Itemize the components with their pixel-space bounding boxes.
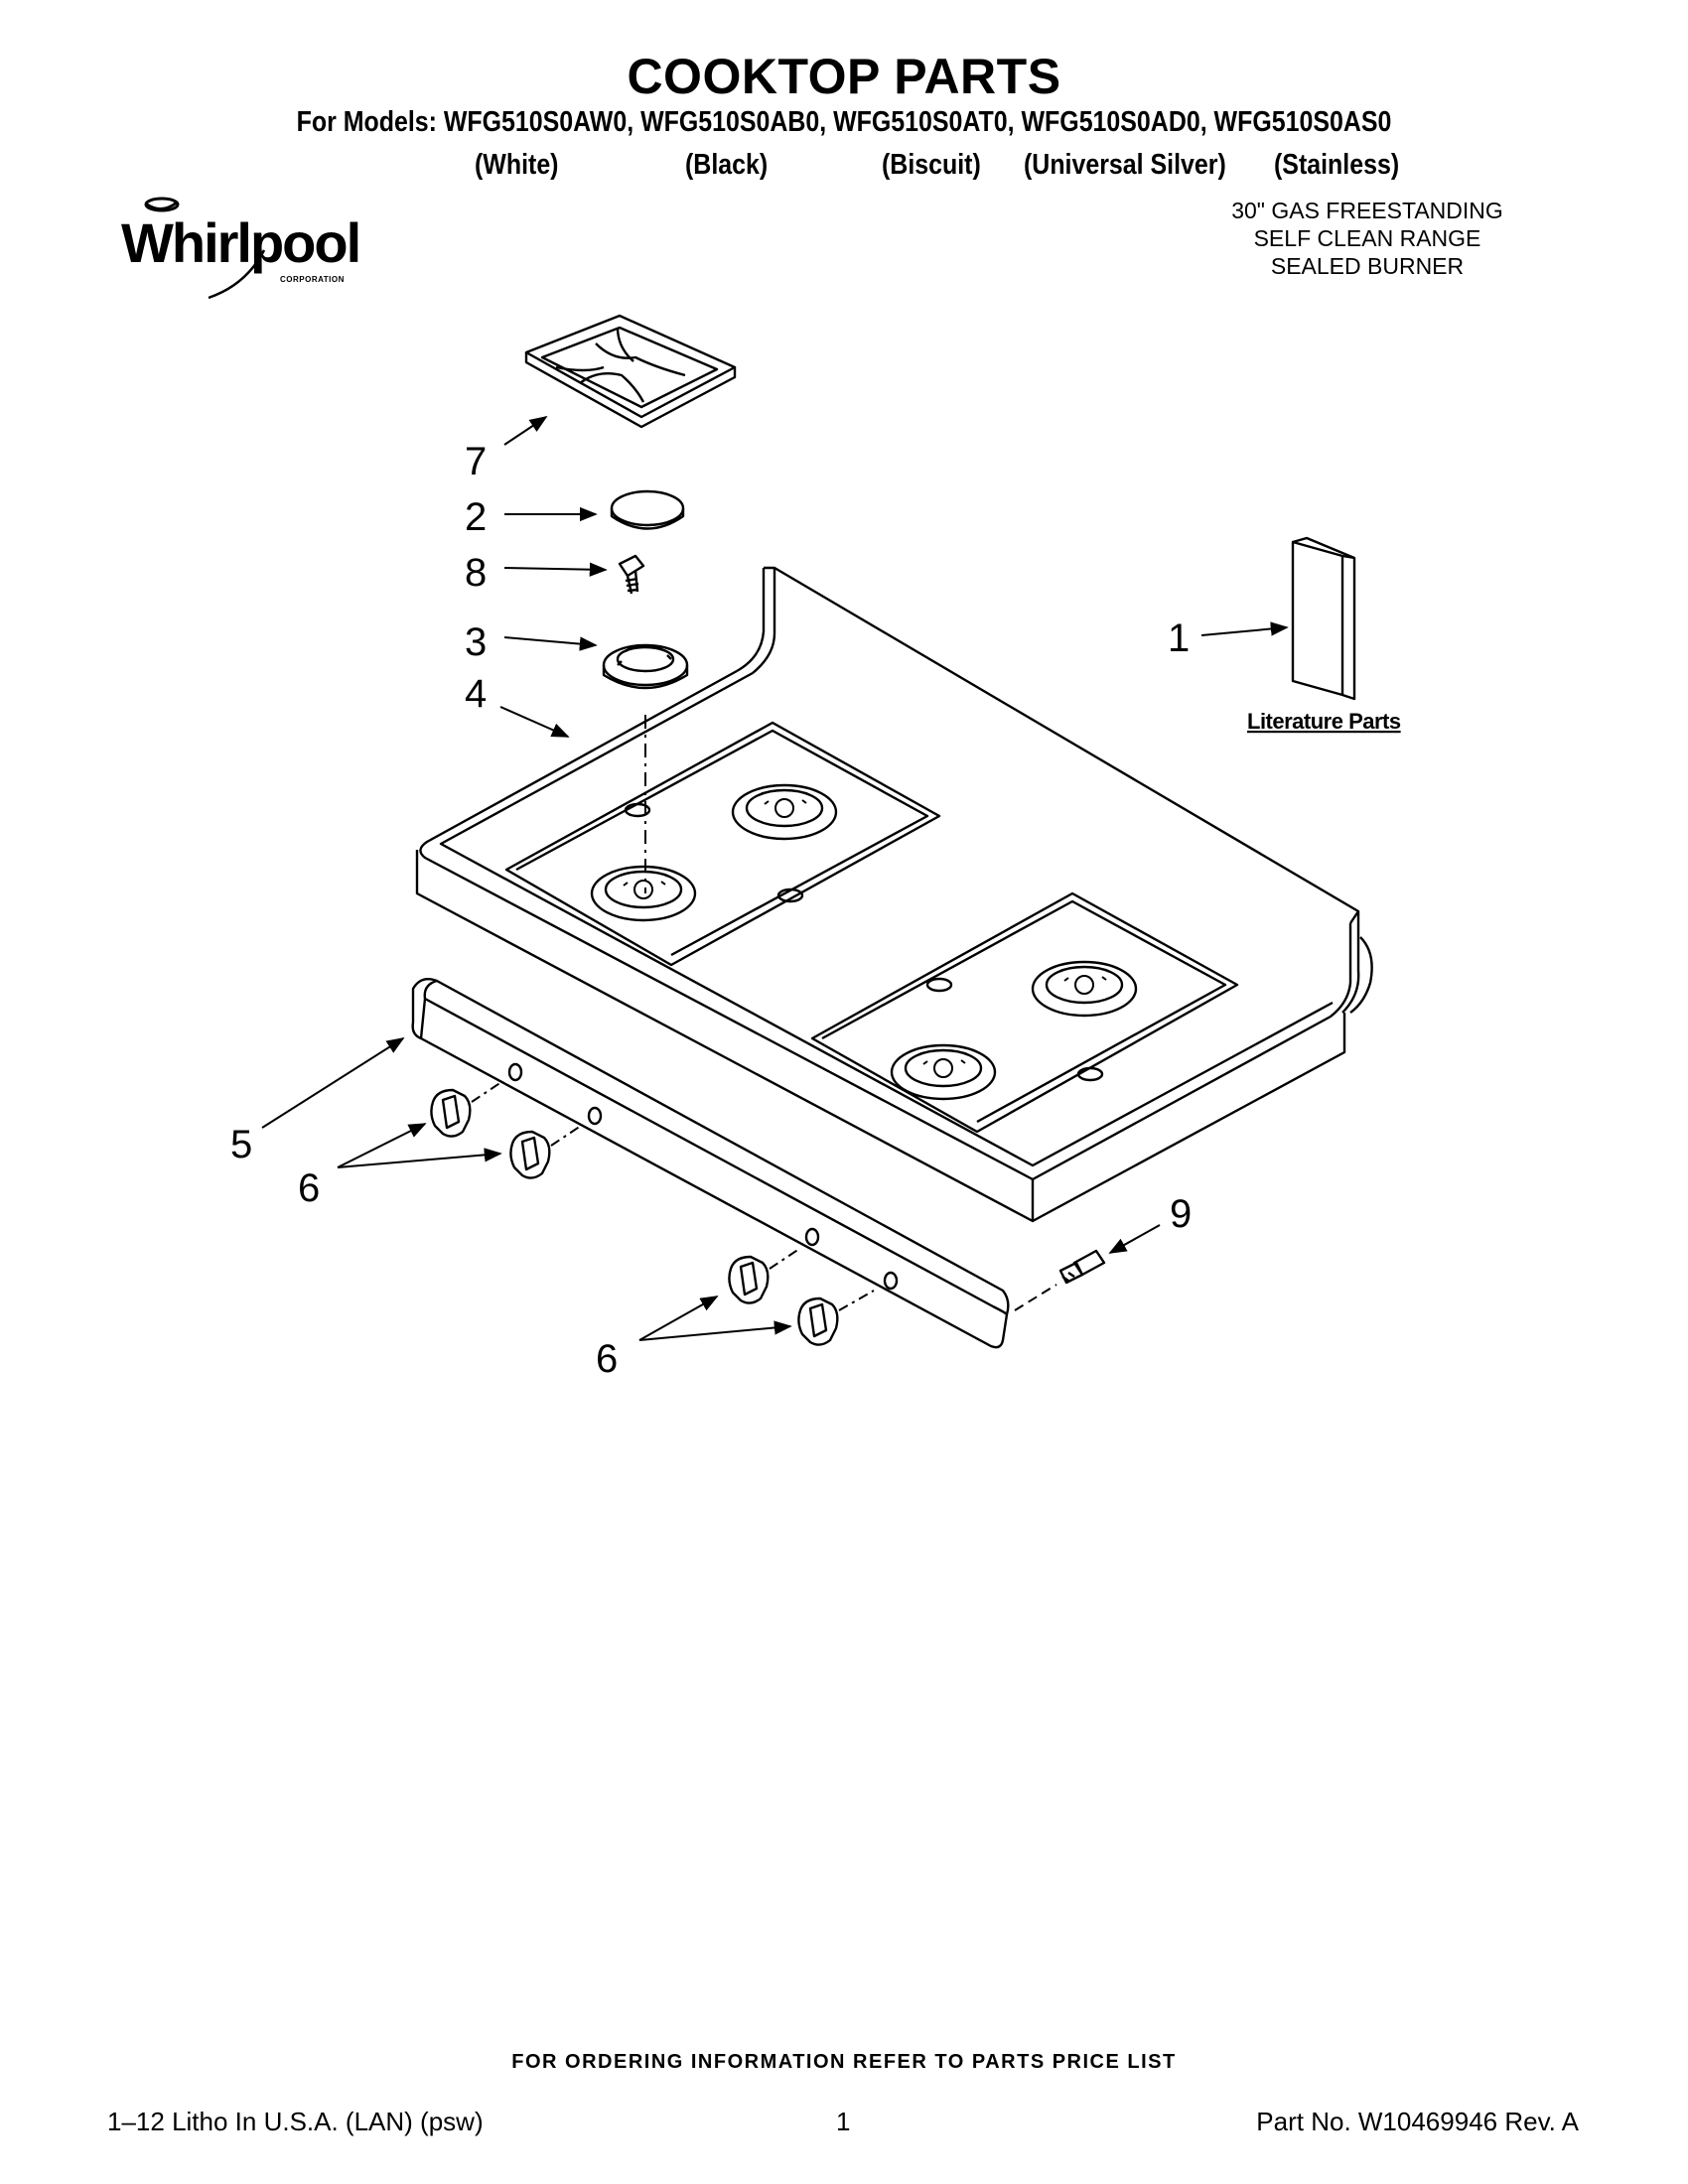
whirlpool-logo: Whirlpool CORPORATION — [117, 191, 375, 302]
literature-parts-label: Literature Parts — [1247, 709, 1401, 734]
ordering-note: FOR ORDERING INFORMATION REFER TO PARTS … — [511, 2051, 1177, 2073]
callout-3: 3 — [465, 620, 487, 664]
product-line-3: SEALED BURNER — [1270, 253, 1465, 279]
callout-1: 1 — [1168, 616, 1190, 660]
callout-6-lower: 6 — [596, 1337, 618, 1381]
product-line-1: 30" GAS FREESTANDING — [1231, 198, 1503, 223]
burner-cap-part — [610, 489, 685, 530]
svg-text:Whirlpool: Whirlpool — [121, 211, 359, 274]
color-stainless: (Stainless) — [1274, 149, 1400, 181]
leader-arrows — [261, 416, 1289, 1341]
svg-text:CORPORATION: CORPORATION — [280, 275, 345, 284]
screw-part — [618, 554, 645, 595]
cooktop-part — [415, 566, 1373, 1223]
color-white: (White) — [475, 149, 559, 181]
callout-8: 8 — [465, 551, 487, 595]
callout-5: 5 — [230, 1123, 252, 1166]
grate-part — [524, 314, 737, 429]
product-line-2: SELF CLEAN RANGE — [1253, 225, 1481, 251]
page-number: 1 — [836, 2107, 851, 2136]
manifold-panel-part — [411, 978, 1010, 1349]
burner-base-part — [602, 643, 689, 690]
callout-4: 4 — [465, 672, 487, 716]
part-number: Part No. W10469946 Rev. A — [1256, 2107, 1579, 2136]
color-biscuit: (Biscuit) — [882, 149, 981, 181]
callout-7: 7 — [465, 440, 487, 483]
panel-screw-part — [1058, 1249, 1106, 1285]
callout-6-upper: 6 — [298, 1166, 320, 1210]
product-description: 30" GAS FREESTANDING SELF CLEAN RANGE SE… — [1169, 197, 1566, 280]
color-black: (Black) — [685, 149, 769, 181]
models-line: For Models: WFG510S0AW0, WFG510S0AB0, WF… — [296, 106, 1392, 138]
color-universal-silver: (Universal Silver) — [1024, 149, 1226, 181]
burner-port-details — [623, 798, 1107, 1078]
page-title: COOKTOP PARTS — [627, 49, 1061, 104]
litho-info: 1–12 Litho In U.S.A. (LAN) (psw) — [107, 2107, 484, 2136]
literature-booklet-part — [1291, 536, 1356, 701]
callout-9: 9 — [1170, 1192, 1192, 1236]
callout-2: 2 — [465, 495, 487, 539]
knob-part — [430, 1081, 875, 1346]
